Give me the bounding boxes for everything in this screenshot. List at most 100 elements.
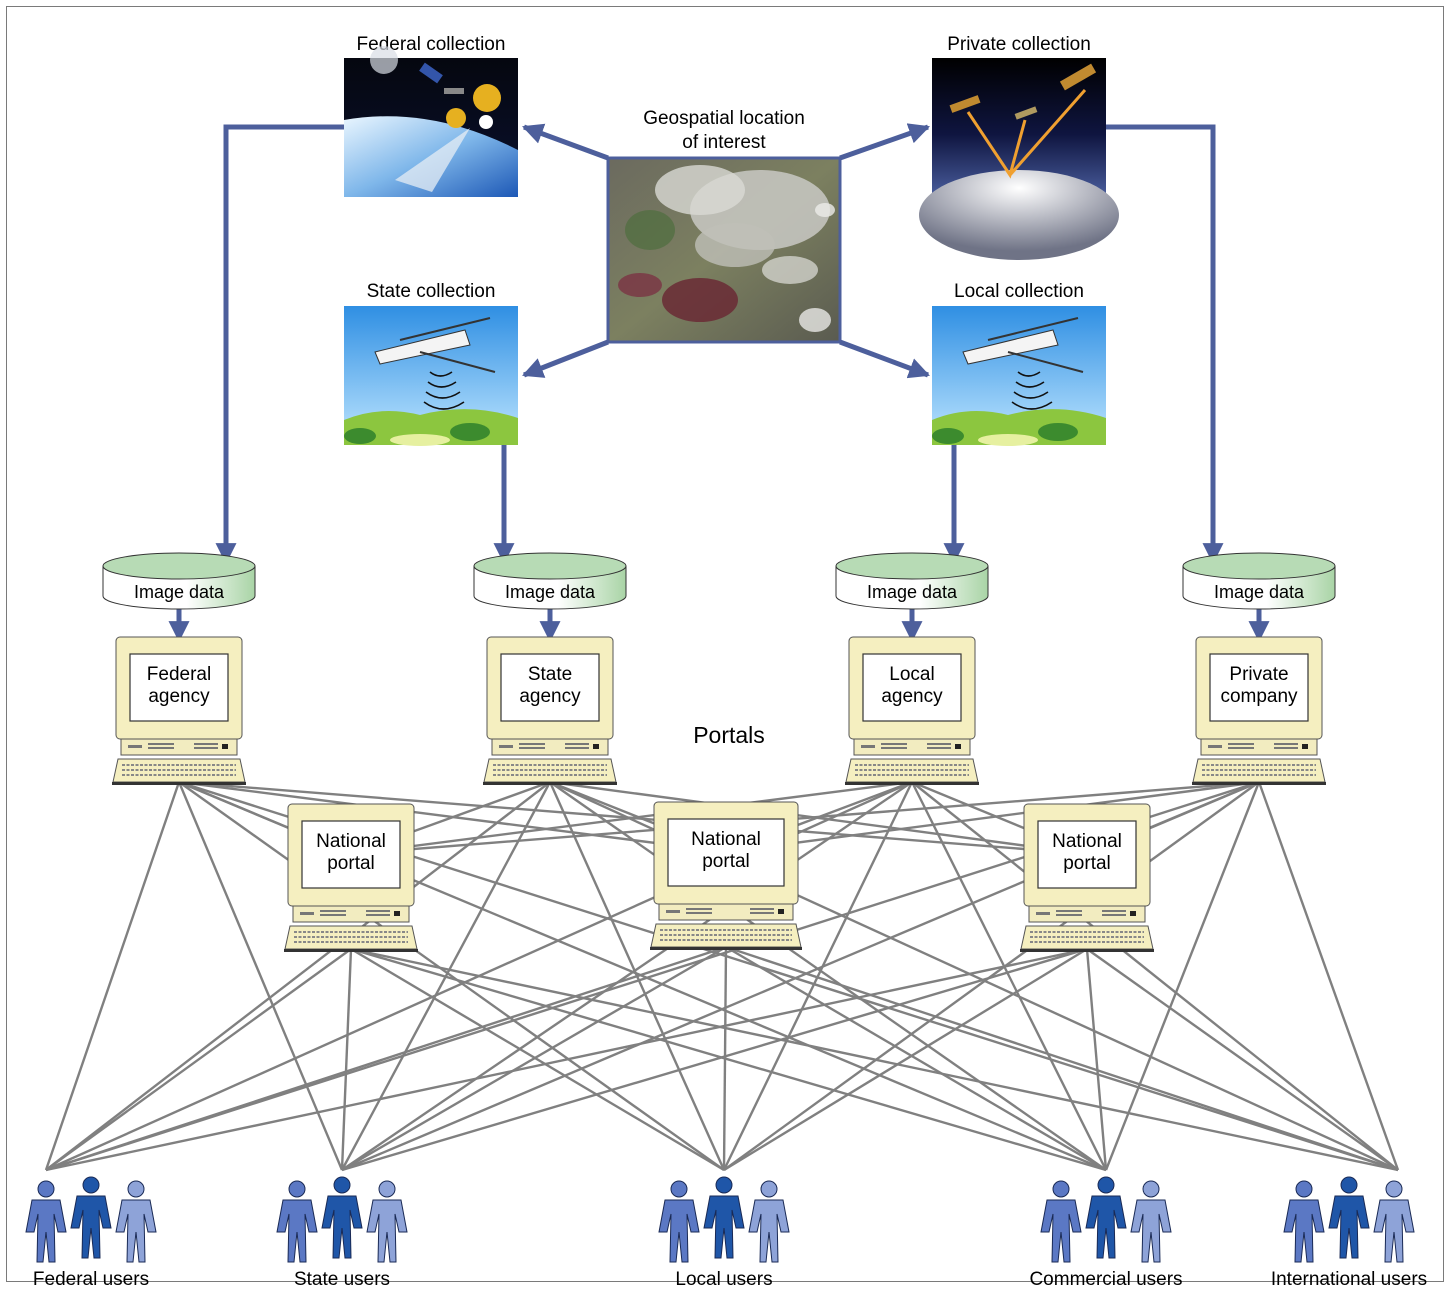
network-link xyxy=(722,946,728,1171)
image-data-store-private: Image data xyxy=(1182,552,1336,610)
user-group-label: Commercial users xyxy=(1029,1269,1182,1290)
user-group: Commercial users xyxy=(1029,1176,1183,1290)
person-icon xyxy=(1328,1176,1370,1259)
computer-label-line1: National xyxy=(1052,831,1122,852)
geospatial-location: Geospatial location of interest xyxy=(606,108,842,344)
aircraft-survey-image xyxy=(932,306,1106,446)
computer-label-line2: agency xyxy=(519,686,581,707)
image-data-label: Image data xyxy=(1214,582,1305,602)
federal-collection: Federal collection xyxy=(344,34,518,197)
network-link xyxy=(44,781,181,1171)
network-link xyxy=(725,945,1399,1172)
user-group-label: International users xyxy=(1271,1269,1427,1290)
person-icon xyxy=(115,1180,157,1263)
image-data-label: Image data xyxy=(134,582,225,602)
network-link xyxy=(45,945,727,1172)
network-link xyxy=(723,781,1260,1171)
network-link xyxy=(725,945,1107,1172)
arrow-center-to-private xyxy=(839,123,930,161)
local-collection-title: Local collection xyxy=(954,281,1084,302)
network-link xyxy=(341,945,727,1172)
person-icon xyxy=(1130,1180,1172,1263)
user-group: International users xyxy=(1271,1176,1427,1290)
network-link xyxy=(350,947,1399,1172)
computer-label-line2: company xyxy=(1220,686,1298,707)
private-collection-title: Private collection xyxy=(947,34,1091,55)
local-collection: Local collection xyxy=(932,281,1106,446)
network-link xyxy=(341,781,913,1171)
satellite-earth-image xyxy=(344,46,518,197)
commercial-satellites-image xyxy=(919,58,1119,260)
state-collection-title: State collection xyxy=(367,281,496,302)
person-icon xyxy=(1040,1180,1082,1263)
network-link xyxy=(45,948,352,1171)
person-icon xyxy=(1085,1176,1127,1259)
computer-label-line1: Private xyxy=(1229,664,1288,685)
state-collection: State collection xyxy=(344,281,518,446)
network-link xyxy=(1086,948,1399,1171)
image-data-store-federal: Image data xyxy=(102,552,256,610)
computers: FederalagencyStateagencyLocalagencyPriva… xyxy=(112,636,1326,952)
person-icon xyxy=(70,1176,112,1259)
network-link xyxy=(340,948,353,1171)
private-collection: Private collection xyxy=(919,34,1119,260)
person-icon xyxy=(658,1180,700,1263)
diagram-frame xyxy=(6,6,1444,1282)
arrow-center-to-federal xyxy=(522,123,609,161)
person-icon xyxy=(1373,1180,1415,1263)
network-link xyxy=(350,947,725,1172)
network-link xyxy=(45,781,551,1171)
computer-label-line1: National xyxy=(316,831,386,852)
computer-label-line1: State xyxy=(528,664,572,685)
computer-label-line1: National xyxy=(691,829,761,850)
person-icon xyxy=(25,1180,67,1263)
person-icon xyxy=(366,1180,408,1263)
person-icon xyxy=(1283,1180,1325,1263)
network-link xyxy=(350,780,913,856)
user-group-label: Federal users xyxy=(33,1269,149,1290)
network-link xyxy=(1104,781,1261,1171)
computer-label-line2: agency xyxy=(148,686,210,707)
computer-label-line2: portal xyxy=(327,853,375,874)
image-data-label: Image data xyxy=(505,582,596,602)
person-icon xyxy=(321,1176,363,1259)
network-link xyxy=(177,781,344,1171)
user-group: Federal users xyxy=(25,1176,157,1290)
satellite-photo xyxy=(606,156,842,344)
user-group: Local users xyxy=(658,1176,790,1290)
network-link xyxy=(1257,781,1400,1171)
computer-label-line2: agency xyxy=(881,686,943,707)
network-link xyxy=(45,947,1088,1172)
portals-label: Portals xyxy=(693,722,765,748)
person-icon xyxy=(703,1176,745,1259)
collection-arrows xyxy=(168,123,1270,643)
image-data-store-local: Image data xyxy=(835,552,989,610)
network-links xyxy=(44,780,1400,1172)
computer-label-line2: portal xyxy=(1063,853,1111,874)
network-link xyxy=(341,947,1088,1172)
network-link xyxy=(549,781,1107,1171)
arrow-center-to-state xyxy=(522,339,609,378)
federal-collection-title: Federal collection xyxy=(357,34,506,55)
computer-label-line1: Federal xyxy=(147,664,211,685)
network-link xyxy=(350,947,1107,1172)
network-link xyxy=(911,781,1399,1171)
image-data-store-state: Image data xyxy=(473,552,627,610)
aircraft-survey-image xyxy=(344,306,518,446)
network-link xyxy=(910,781,1108,1171)
computer-label-line1: Local xyxy=(889,664,934,685)
network-link xyxy=(178,781,725,1171)
network-link xyxy=(1085,948,1108,1171)
network-link xyxy=(350,780,1260,856)
person-icon xyxy=(276,1180,318,1263)
image-data-label: Image data xyxy=(867,582,958,602)
computer-label-line2: portal xyxy=(702,851,750,872)
network-link xyxy=(723,947,1088,1172)
